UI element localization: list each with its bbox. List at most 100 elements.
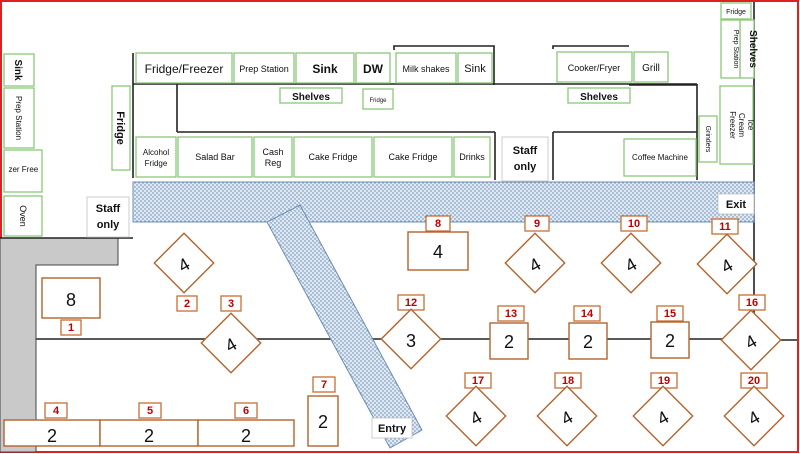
svg-text:2: 2	[144, 426, 154, 446]
svg-text:20: 20	[748, 375, 760, 387]
svg-text:8: 8	[66, 290, 76, 310]
svg-text:DW: DW	[363, 62, 384, 76]
svg-text:2: 2	[47, 426, 57, 446]
station-cooker-fryer: Cooker/Fryer	[556, 51, 633, 83]
table-5[interactable]: 5 2	[99, 402, 199, 447]
station-fridge-side: Fridge	[111, 85, 131, 171]
table-18[interactable]: 18 4	[536, 372, 598, 447]
svg-text:Freezer: Freezer	[728, 111, 737, 139]
svg-text:Prep Station: Prep Station	[14, 96, 23, 140]
svg-text:Fridge: Fridge	[369, 98, 387, 104]
station-salad-bar: Salad Bar	[177, 136, 253, 178]
svg-text:7: 7	[321, 379, 327, 391]
station-prep-corner: Prep Station	[720, 19, 741, 79]
svg-text:Prep Station: Prep Station	[732, 30, 739, 69]
staff-only-left: Staff only	[86, 196, 130, 238]
svg-text:Shelves: Shelves	[580, 92, 618, 103]
table-17[interactable]: 17 4	[445, 372, 507, 447]
svg-text:Grinders: Grinders	[704, 126, 711, 153]
station-shelves-left: Shelves	[279, 87, 343, 104]
table-20[interactable]: 20 4	[723, 372, 785, 447]
station-prep-left: Prep Station	[3, 87, 35, 149]
table-1[interactable]: 8 1	[41, 277, 101, 336]
svg-text:Fridge/Freezer: Fridge/Freezer	[145, 62, 224, 76]
svg-text:8: 8	[435, 218, 441, 230]
svg-text:Shelves: Shelves	[292, 92, 330, 103]
station-prep-top: Prep Station	[233, 52, 295, 84]
exit-door: Exit	[717, 193, 755, 215]
table-16[interactable]: 16 4	[720, 294, 782, 371]
station-shelves-corner: Shelves	[739, 19, 758, 79]
station-grill: Grill	[633, 51, 669, 83]
svg-text:11: 11	[719, 221, 731, 233]
station-coffee-machine: Coffee Machine	[623, 138, 697, 177]
svg-text:Reg: Reg	[265, 158, 282, 168]
table-9[interactable]: 9 4	[504, 215, 566, 294]
svg-text:Coffee Machine: Coffee Machine	[632, 153, 688, 162]
station-oven: Oven	[3, 195, 43, 237]
svg-text:12: 12	[405, 297, 417, 309]
svg-text:2: 2	[583, 332, 593, 352]
svg-text:Staff: Staff	[513, 145, 538, 157]
entry-door: Entry	[371, 417, 413, 439]
svg-text:4: 4	[53, 405, 60, 417]
table-6[interactable]: 6 2	[197, 402, 295, 447]
table-11[interactable]: 11 4	[696, 218, 758, 295]
svg-text:2: 2	[665, 331, 675, 351]
svg-text:6: 6	[243, 405, 249, 417]
table-12[interactable]: 12 3	[380, 294, 442, 370]
svg-text:13: 13	[505, 308, 517, 320]
station-drinks: Drinks	[453, 136, 491, 178]
svg-text:Alcohol: Alcohol	[143, 148, 169, 157]
svg-text:Prep Station: Prep Station	[239, 64, 289, 74]
svg-text:3: 3	[228, 298, 234, 310]
table-2[interactable]: 4 2	[153, 232, 215, 312]
table-3[interactable]: 3 4	[200, 295, 262, 374]
station-cake-fridge-2: Cake Fridge	[373, 136, 453, 178]
svg-text:Staff: Staff	[96, 203, 121, 215]
svg-text:Salad Bar: Salad Bar	[195, 152, 235, 162]
svg-text:Cash: Cash	[262, 147, 283, 157]
svg-text:Exit: Exit	[726, 199, 747, 211]
table-4[interactable]: 4 2	[3, 402, 101, 447]
svg-text:17: 17	[472, 375, 484, 387]
svg-text:Cream: Cream	[737, 113, 746, 137]
svg-text:Oven: Oven	[18, 205, 28, 227]
table-14[interactable]: 14 2	[568, 305, 608, 360]
svg-text:Sink: Sink	[464, 63, 486, 75]
station-freezer-left: Free zer	[3, 149, 43, 193]
svg-text:only: only	[514, 161, 537, 173]
table-15[interactable]: 15 2	[650, 305, 690, 359]
svg-text:Drinks: Drinks	[459, 152, 485, 162]
svg-text:Ice: Ice	[746, 120, 755, 131]
svg-text:15: 15	[664, 308, 676, 320]
svg-text:Free: Free	[22, 165, 39, 174]
svg-text:18: 18	[562, 375, 574, 387]
svg-text:1: 1	[68, 322, 74, 334]
station-sink-left: Sink	[3, 53, 35, 87]
table-13[interactable]: 13 2	[489, 305, 529, 360]
svg-text:Milk shakes: Milk shakes	[402, 64, 450, 74]
table-7[interactable]: 7 2	[307, 376, 339, 447]
svg-text:5: 5	[147, 405, 153, 417]
table-10[interactable]: 10 4	[600, 215, 662, 294]
svg-text:Cake Fridge: Cake Fridge	[388, 152, 437, 162]
table-19[interactable]: 19 4	[632, 372, 694, 447]
station-cash-reg: Cash Reg	[253, 136, 293, 178]
svg-text:Shelves: Shelves	[747, 30, 758, 68]
station-fridge-corner: Fridge	[720, 2, 752, 20]
entry-path	[266, 204, 423, 449]
station-fridge-freezer: Fridge/Freezer	[135, 52, 233, 84]
svg-text:Fridge: Fridge	[114, 111, 126, 145]
table-8[interactable]: 8 4	[407, 215, 469, 271]
svg-text:2: 2	[241, 426, 251, 446]
station-fridge-small: Fridge	[362, 88, 394, 110]
station-grinders: Grinders	[698, 115, 718, 163]
svg-text:3: 3	[406, 331, 416, 351]
svg-text:only: only	[97, 219, 120, 231]
station-alcohol-fridge: Alcohol Fridge	[135, 136, 177, 178]
svg-text:10: 10	[628, 218, 640, 230]
svg-text:16: 16	[746, 297, 758, 309]
